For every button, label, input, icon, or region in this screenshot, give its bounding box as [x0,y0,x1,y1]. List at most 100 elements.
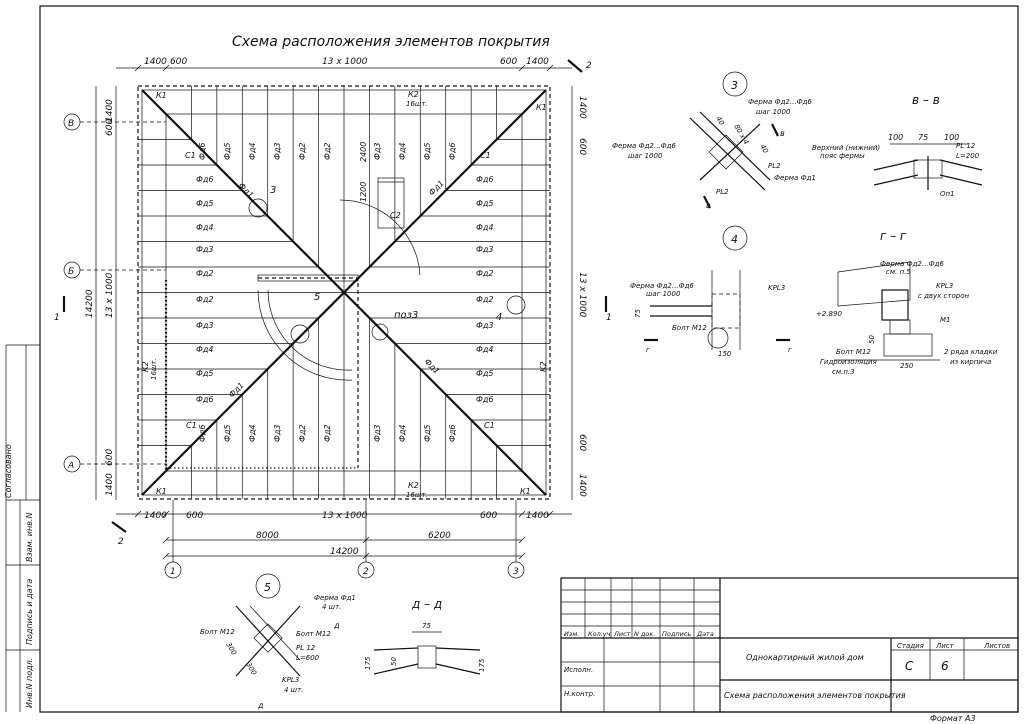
truss-label: Фд3 [476,245,494,254]
dim-left-4: 13 х 1000 [105,272,115,318]
dim-6200: 6200 [428,531,451,541]
inv2-label: Инв.N подл. [25,658,34,708]
truss-label: Фд5 [223,142,232,160]
truss-label: Фд4 [196,223,214,232]
sec-gg-bolt: Болт М12 [836,348,871,356]
dim-left-1: 1400 [105,99,115,122]
truss-label: Фд2 [298,424,307,442]
sec-gg-kpl2: с двух сторон [918,292,969,300]
sec-gg-l1: Ферма Фд2...Фд6 [880,260,944,268]
truss-label: Фд4 [248,424,257,442]
k1-label-bl: К1 [156,487,167,496]
c2-label: С2 [390,211,401,220]
roof-plan: 3 4 5 поз3 К1 К1 К1 К1 С1 С1 С1 С1 С2 К2… [137,85,551,500]
sign-label: Подпись и дата [25,579,34,645]
truss-label: Фд3 [476,321,494,330]
section-dd: д – д 75 50 175 175 [364,597,486,675]
truss-label: Фд4 [248,142,257,160]
sec-gg-m1: М1 [940,316,951,324]
sec-vv-l2: пояс фермы [820,152,865,160]
dim-left-5: 600 [105,449,115,466]
dim-top-5: 1400 [526,57,549,67]
node5-pl: PL 12 [296,644,316,652]
node5-bolt2: Болт М12 [296,630,331,638]
node3-l3: Ферма Фд2...Фд6 [748,98,812,106]
node3-num: 3 [731,79,738,92]
truss-label: Фд3 [196,321,214,330]
node4-bolt: Болт М12 [672,324,707,332]
truss-label: Фд3 [196,245,214,254]
dim-top-3: 13 х 1000 [322,57,368,67]
dim-bot-1: 1400 [144,511,167,521]
truss-label: Фд6 [198,142,207,160]
section-gg: г – г Ферма Фд2...Фд6 см. п.5 KPL3 с дву… [816,229,998,376]
node3-l4: шаг 1000 [756,108,791,116]
stamp-sheet-h: Лист [935,642,955,650]
section-1-right: 1 [606,313,612,323]
truss-label: Фд2 [196,269,214,278]
sec-dd-d175a: 175 [364,656,372,670]
node5-kpl: KPL3 [282,676,299,684]
node4-g2: г [788,346,792,354]
side-strip: Согласовано Взам. инв.N Подпись и дата И… [4,344,40,712]
stamp-h-kol: Кол.уч [588,630,611,638]
dim-2400: 2400 [359,142,368,162]
truss-label: Фд2 [476,295,494,304]
detail-node-3: 3 Ферма Фд2...Фд6 шаг 1000 Ферма Фд2...Ф… [612,71,816,210]
node5-d300a: 300 [224,641,238,657]
stamp-h-ndok: N док. [634,630,655,638]
truss-label: Фд4 [476,223,494,232]
dim-right-1: 1400 [577,96,587,119]
truss-label: Фд5 [423,424,432,442]
stamp-sheets-h: Листов [983,642,1010,650]
k2-label-bottom: К2 [408,481,419,490]
dim-8000: 8000 [256,531,279,541]
stamp-stage-h: Стадия [897,642,924,650]
axis-row-v: В [68,119,74,129]
axis-col-1: 1 [170,567,176,577]
stamp-stage: С [905,659,914,673]
truss-label: Фд4 [398,142,407,160]
k1-label-tr: К1 [536,103,547,112]
stamp-project: Однокартирный жилой дом [746,653,864,662]
c1-label-4: С1 [484,421,495,430]
detail-node-5: 5 Ферма Фд1 4 шт. Болт М12 Болт М12 PL 1… [200,573,356,710]
dim-top-4: 600 [500,57,517,67]
truss-label: Фд3 [373,142,382,160]
axis-col-3: 3 [513,567,519,577]
dim-1200: 1200 [359,182,368,202]
node3-d40a: 40 [714,115,726,127]
sec-vv-d1: 100 [888,133,903,142]
c1-label-2: С1 [480,151,491,160]
sec-vv-d3: 100 [944,133,959,142]
k1-label-tl: К1 [156,91,167,100]
stamp-row-ispoln: Исполн. [564,666,593,674]
sec-gg-l2: см. п.5 [886,268,911,276]
detail-node-4: 4 Ферма Фд2...Фд6 шаг 1000 KPL3 75 Болт … [630,225,792,358]
truss-label: Фд6 [196,175,214,184]
stamp-h-izm: Изм. [564,630,579,638]
dim-top-2: 600 [170,57,187,67]
k2-qty-bottom: 16шт. [406,491,428,499]
dim-right-2: 600 [577,138,587,155]
stamp-h-sign: Подпись [662,630,691,638]
node5-pl2: L=600 [296,654,320,662]
dim-right-5: 1400 [577,474,587,497]
stamp-h-date: Дата [696,630,714,638]
sec-vv-l5: Оп1 [940,190,955,198]
node3-pl2b: PL2 [716,188,729,196]
truss-label: Фд5 [476,199,494,208]
truss-label: Фд2 [323,142,332,160]
dim-bot-4: 600 [480,511,497,521]
dim-bot-5: 1400 [526,511,549,521]
node5-bolt1: Болт М12 [200,628,235,636]
node4-num: 4 [731,233,738,246]
format-label: Формат А3 [930,714,976,723]
node5-l2: 4 шт. [322,603,341,611]
section-vv: в – в 100 75 100 Верхний (нижний) пояс ф… [812,93,983,198]
stamp-dot: . [902,691,905,700]
node3-fd1: Ферма Фд1 [774,174,816,182]
node3-l2: шаг 1000 [628,152,663,160]
node4-d150: 150 [718,350,732,358]
